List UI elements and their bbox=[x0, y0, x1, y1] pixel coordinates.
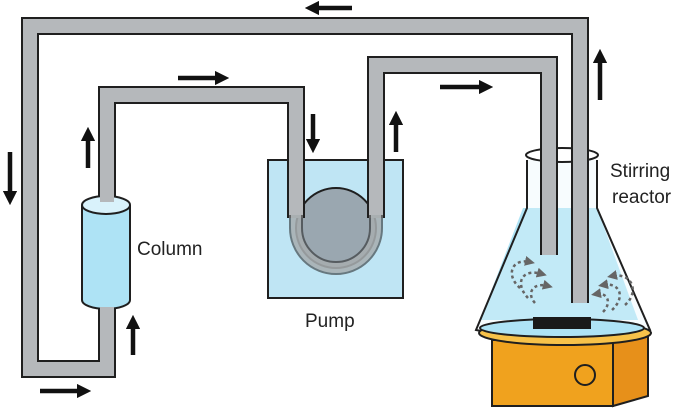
column-label: Column bbox=[137, 239, 203, 260]
tubing bbox=[21, 17, 589, 378]
tube-pump-to-reactor bbox=[369, 58, 556, 255]
tube-reactor-return bbox=[23, 19, 587, 376]
pump-tube-loop bbox=[289, 215, 383, 275]
pump-label: Pump bbox=[305, 311, 355, 332]
tube-column-to-pump bbox=[100, 88, 303, 218]
hotplate-knob bbox=[574, 364, 596, 386]
stir-bar bbox=[533, 317, 591, 329]
hotplate-stirrer bbox=[478, 317, 652, 408]
swirl-icon bbox=[510, 256, 634, 313]
reactor-label-line2: reactor bbox=[612, 187, 672, 208]
flow-arrows bbox=[2, 0, 608, 399]
column bbox=[81, 190, 131, 319]
column-body bbox=[81, 205, 131, 310]
reactor-label-line1: Stirring bbox=[610, 161, 671, 182]
